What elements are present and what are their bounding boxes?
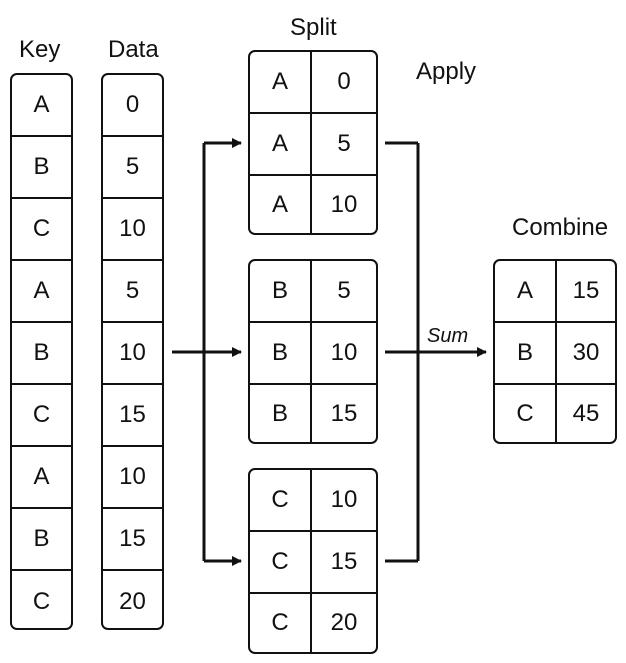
data-cell: 20 <box>119 587 146 615</box>
split-value: 5 <box>337 277 351 304</box>
sum-label: Sum <box>427 325 469 347</box>
combine-row: C 45 <box>495 385 615 442</box>
split-value: 10 <box>330 486 358 513</box>
combine-key: C <box>495 385 557 442</box>
split-row: A 5 <box>250 114 376 176</box>
combine-row: A 15 <box>495 261 615 323</box>
key-cell: A <box>12 447 71 509</box>
data-cell: 15 <box>103 509 162 571</box>
split-heading: Split <box>290 14 337 41</box>
split-value: 10 <box>330 190 358 218</box>
data-cell: 5 <box>103 137 162 199</box>
combine-value: 30 <box>572 339 600 366</box>
apply-heading: Apply <box>416 58 477 85</box>
data-cell: 5 <box>103 261 162 323</box>
split-row: B 10 <box>250 323 376 385</box>
split-key: B <box>250 323 312 383</box>
key-cell: C <box>32 587 51 615</box>
split-value: 20 <box>330 609 358 636</box>
data-column: 0 5 10 5 10 15 10 15 20 <box>101 73 164 630</box>
combine-table: A 15 B 30 C 45 <box>493 259 617 444</box>
data-cell: 10 <box>103 323 162 385</box>
split-row: A 0 <box>250 52 376 114</box>
split-row: B 5 <box>250 261 376 323</box>
split-group-a: A 0 A 5 A 10 <box>248 50 378 235</box>
key-heading: Key <box>19 36 61 63</box>
split-row: B 15 <box>250 385 376 442</box>
split-row: C 10 <box>250 470 376 532</box>
split-row: C 15 <box>250 532 376 594</box>
data-heading: Data <box>108 36 159 63</box>
key-cell: B <box>12 137 71 199</box>
split-key: B <box>250 385 312 442</box>
key-cell: B <box>12 509 71 571</box>
data-cell: 0 <box>103 75 162 137</box>
split-key: A <box>250 52 312 112</box>
combine-row: B 30 <box>495 323 615 385</box>
key-cell: A <box>12 261 71 323</box>
combine-key: B <box>495 323 557 383</box>
combine-key: A <box>495 261 557 321</box>
split-key: B <box>250 261 312 321</box>
split-row: A 10 <box>250 176 376 233</box>
key-cell: B <box>12 323 71 385</box>
split-value: 10 <box>330 339 358 366</box>
key-cell: C <box>12 199 71 261</box>
key-cell: C <box>12 385 71 447</box>
split-group-b: B 5 B 10 B 15 <box>248 259 378 444</box>
split-key: A <box>250 114 312 174</box>
split-value: 5 <box>337 130 351 157</box>
split-row: C 20 <box>250 594 376 652</box>
data-cell: 10 <box>103 447 162 509</box>
key-cell: A <box>12 75 71 137</box>
split-value: 15 <box>330 548 358 575</box>
split-key: A <box>250 176 312 233</box>
split-key: C <box>250 594 312 652</box>
split-key: C <box>250 532 312 592</box>
combine-heading: Combine <box>512 214 609 241</box>
data-cell: 10 <box>103 199 162 261</box>
split-key: C <box>250 470 312 530</box>
key-column: A B C A B C A B C <box>10 73 73 630</box>
combine-value: 15 <box>572 277 600 304</box>
split-value: 15 <box>330 399 358 427</box>
split-value: 0 <box>337 68 351 95</box>
combine-value: 45 <box>572 399 600 427</box>
data-cell: 15 <box>103 385 162 447</box>
split-group-c: C 10 C 15 C 20 <box>248 468 378 654</box>
